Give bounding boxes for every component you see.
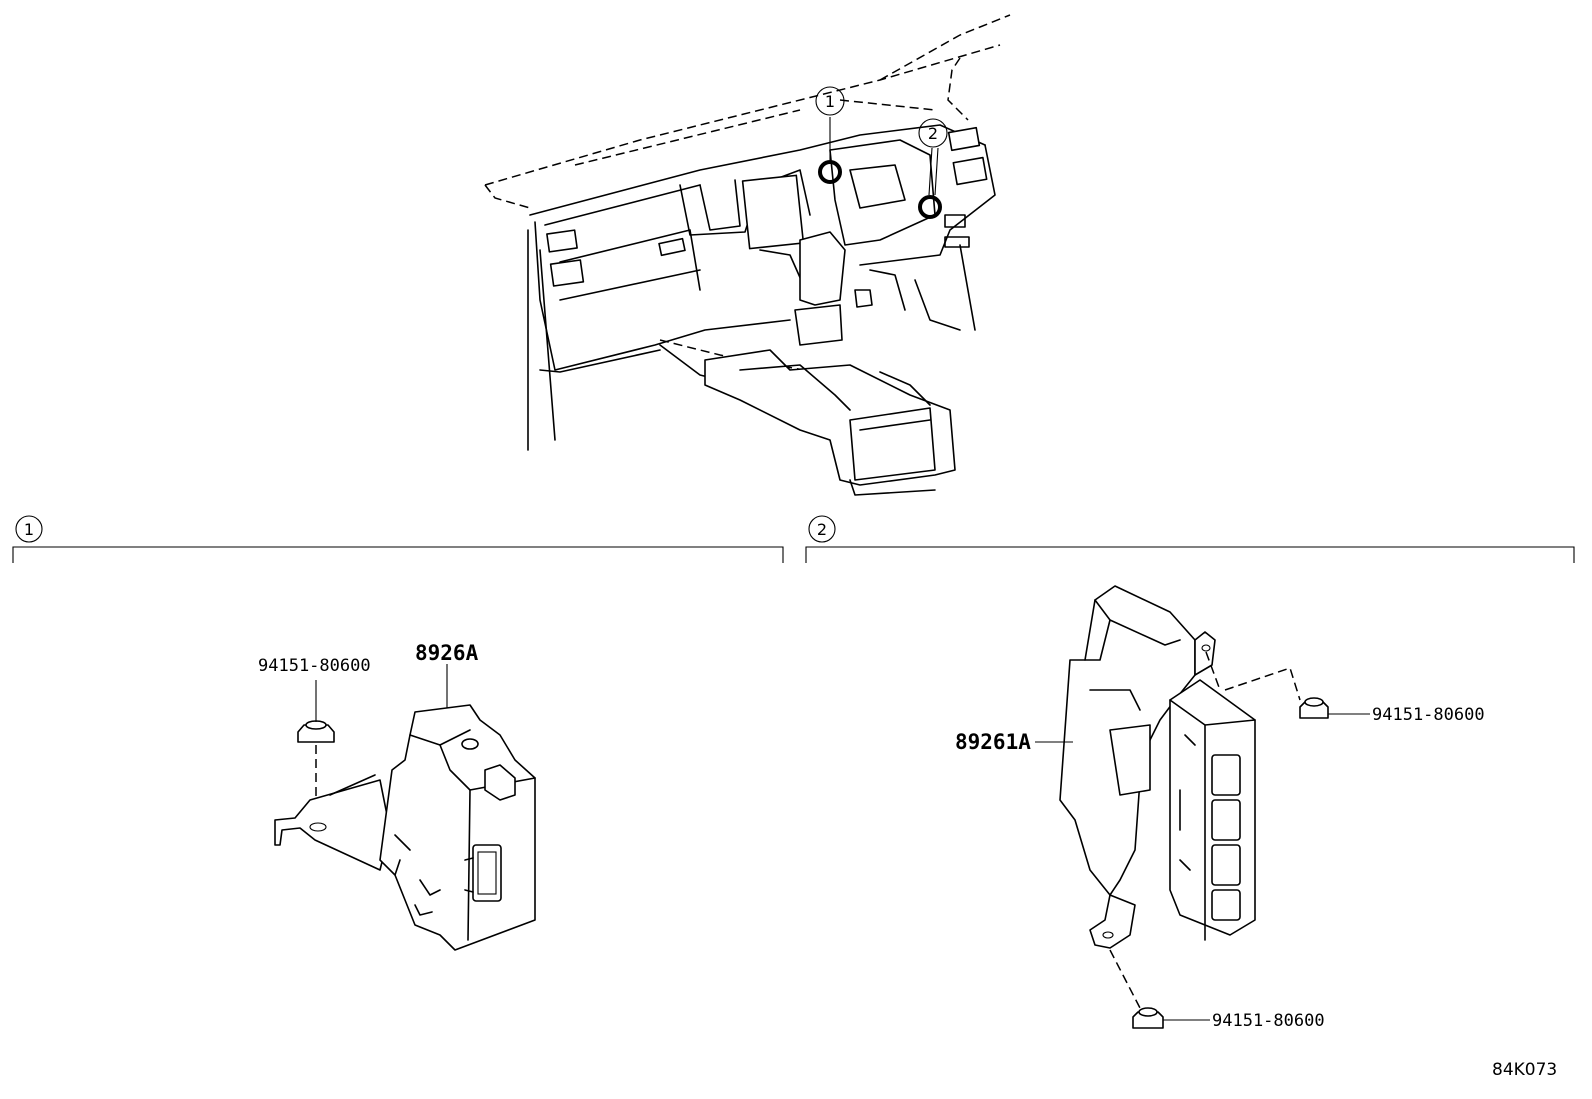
svg-text:1: 1 bbox=[825, 92, 835, 111]
label-89261A: 89261A bbox=[955, 730, 1031, 754]
computer-8926A bbox=[274, 704, 536, 951]
figure-reference: 84K073 bbox=[1492, 1060, 1557, 1080]
section-2-number: 2 bbox=[817, 520, 827, 539]
label-94151-80600-s1: 94151-80600 bbox=[258, 656, 371, 676]
section-1-number: 1 bbox=[24, 520, 34, 539]
section-2-parts: 89261A 94151-80600 94151-80600 bbox=[955, 585, 1485, 1031]
section-2-header: 2 bbox=[805, 515, 1575, 563]
label-94151-80600-s2-bottom: 94151-80600 bbox=[1212, 1011, 1325, 1031]
computer-89261A bbox=[1059, 585, 1256, 949]
label-94151-80600-s2-top: 94151-80600 bbox=[1372, 705, 1485, 725]
label-8926A: 8926A bbox=[415, 641, 479, 665]
location-marker-2 bbox=[918, 195, 942, 219]
nut-94151-80600-s2-bottom bbox=[1132, 1007, 1164, 1029]
section-1-header: 1 bbox=[12, 515, 784, 563]
location-marker-1 bbox=[818, 160, 842, 184]
svg-text:2: 2 bbox=[928, 124, 938, 143]
instrument-panel-overview: 1 2 bbox=[484, 14, 1011, 496]
nut-94151-80600-s1 bbox=[297, 720, 335, 743]
nut-94151-80600-s2-top bbox=[1299, 697, 1329, 719]
section-1-parts: 94151-80600 8926A bbox=[258, 641, 536, 951]
overview-callout-1: 1 bbox=[815, 86, 845, 116]
overview-callout-2: 2 bbox=[918, 118, 948, 148]
